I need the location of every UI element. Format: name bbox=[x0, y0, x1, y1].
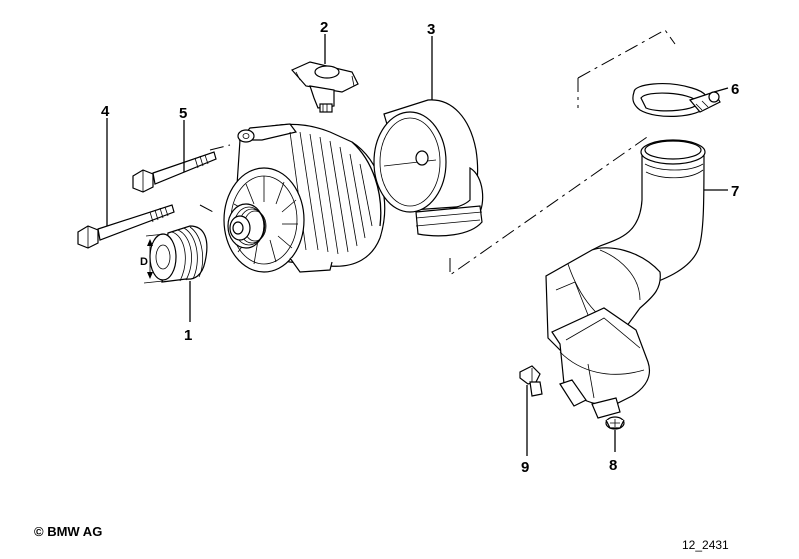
leader-lines bbox=[106, 34, 729, 456]
part-label-1: 1 bbox=[184, 327, 192, 344]
bolt-short[interactable] bbox=[132, 151, 217, 193]
assembly-dashed-lines bbox=[199, 29, 676, 276]
plastic-clip[interactable] bbox=[519, 365, 543, 397]
bolt-long[interactable] bbox=[77, 204, 175, 249]
part-label-6: 6 bbox=[731, 81, 739, 98]
pulley[interactable] bbox=[149, 225, 208, 283]
alternator[interactable] bbox=[223, 123, 386, 273]
air-duct-cap[interactable] bbox=[373, 99, 484, 237]
part-label-3: 3 bbox=[427, 21, 435, 38]
screw[interactable] bbox=[605, 416, 625, 430]
part-label-2: 2 bbox=[320, 19, 328, 36]
voltage-regulator[interactable] bbox=[291, 61, 359, 113]
part-label-7: 7 bbox=[731, 183, 739, 200]
dimension-label: D bbox=[140, 256, 148, 268]
hose-clamp[interactable] bbox=[632, 83, 721, 117]
diagram-code: 12_2431 bbox=[682, 538, 729, 552]
part-label-5: 5 bbox=[179, 105, 187, 122]
part-label-8: 8 bbox=[609, 457, 617, 474]
air-intake-duct[interactable] bbox=[545, 139, 706, 419]
copyright-notice: © BMW AG bbox=[34, 524, 103, 539]
part-label-9: 9 bbox=[521, 459, 529, 476]
dimension-d: D bbox=[140, 233, 166, 284]
part-label-4: 4 bbox=[101, 103, 110, 120]
